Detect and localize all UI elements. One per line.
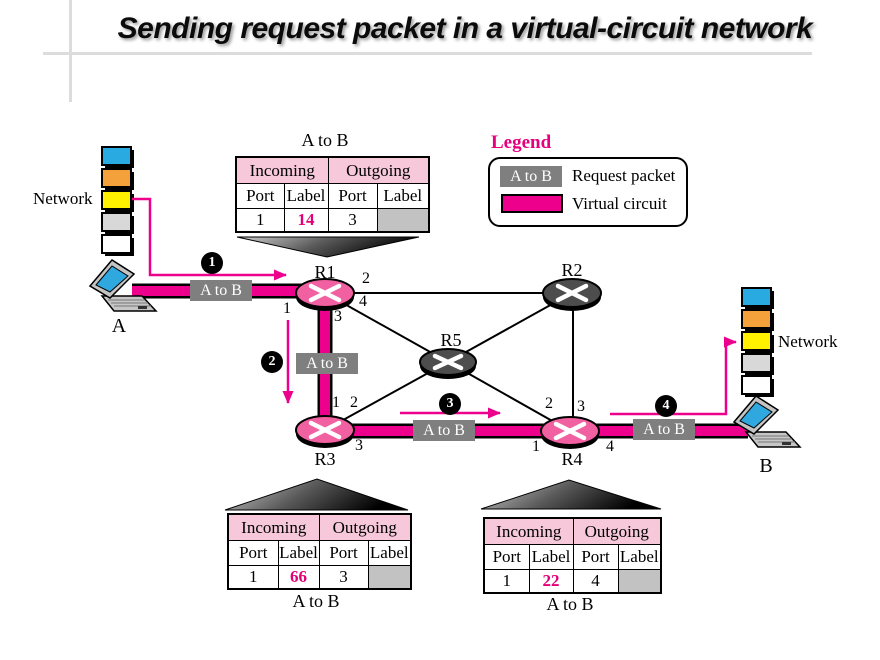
host-b-label: B [759,455,773,477]
host-a-label: A [111,315,127,337]
legend-virtual-circuit-swatch [501,194,563,213]
cell-out-port: 3 [318,565,369,590]
port-r3-to-r4: 3 [355,437,363,454]
legend-request-packet-swatch: A to B [500,166,562,187]
host-b-laptop-icon [732,395,802,448]
cell-out-label [376,208,430,233]
stack-layer-network [101,190,132,210]
cell-in-label: 14 [283,208,329,233]
port-r3-to-r5: 2 [350,394,358,411]
r3-table-title: A to B [292,591,340,611]
router-r4-icon [540,416,600,449]
port-r4-to-r3: 1 [532,438,540,455]
router-r4-label: R4 [561,449,583,469]
packet-label-r1-r3: A to B [296,353,358,374]
col-in-port: Port [235,183,285,209]
router-r3-label: R3 [314,449,336,469]
stack-layer-blue [101,146,132,166]
packet-label-r4-b: A to B [633,419,695,440]
col-out-port: Port [318,540,369,566]
col-in-port: Port [483,544,530,570]
stack-layer-orange [741,309,772,329]
r4-switching-table: Incoming Outgoing Port Label Port Label … [483,517,662,594]
router-r1-label: R1 [314,262,336,282]
stack-layer-gray [101,212,132,232]
col-in-label: Label [277,540,320,566]
stack-layer-gray [741,353,772,373]
stack-layer-network [741,331,772,351]
pointer-triangle-r4-table [480,479,662,510]
cell-in-port: 1 [227,565,279,590]
stack-layer-white [741,375,772,395]
port-r1-to-r5: 4 [359,293,367,310]
col-outgoing: Outgoing [318,513,412,541]
stack-layer-orange [101,168,132,188]
template-vertical-rule [69,0,72,102]
col-in-label: Label [283,183,329,209]
protocol-stack-left [101,146,134,256]
col-incoming: Incoming [235,156,329,184]
step1-arrow [132,197,287,281]
r4-table-title: A to B [546,594,594,614]
step-3-badge: 3 [439,393,461,415]
r3-switching-table: Incoming Outgoing Port Label Port Label … [227,513,412,590]
port-r1-to-r2: 2 [362,270,370,287]
pointer-triangle-r1-table [236,236,420,258]
col-out-label: Label [376,183,430,209]
network-label-right: Network [778,332,838,351]
legend-title: Legend [491,132,552,153]
router-r3-icon [295,415,355,448]
cell-in-port: 1 [483,569,530,594]
port-r4-to-r2: 3 [577,398,585,415]
cell-in-label: 22 [528,569,574,594]
col-out-label: Label [367,540,412,566]
port-r1-to-a: 1 [283,300,291,317]
col-in-port: Port [227,540,279,566]
stack-layer-white [101,234,132,254]
col-incoming: Incoming [483,517,574,545]
col-in-label: Label [528,544,574,570]
protocol-stack-right [741,287,774,397]
stack-layer-blue [741,287,772,307]
col-outgoing: Outgoing [327,156,430,184]
template-horizontal-rule [43,52,812,55]
step-2-badge: 2 [261,351,283,373]
r1-switching-table: Incoming Outgoing Port Label Port Label … [235,156,430,233]
pointer-triangle-r3-table [224,478,409,511]
page-title: Sending request packet in a virtual-circ… [117,12,813,45]
packet-label-r3-r4: A to B [413,420,475,441]
port-r4-to-b: 4 [606,438,614,455]
col-incoming: Incoming [227,513,320,541]
cell-out-label [367,565,412,590]
legend-virtual-circuit-label: Virtual circuit [572,194,667,213]
packet-label-a-r1: A to B [190,280,252,301]
step-4-badge: 4 [655,395,677,417]
cell-out-port: 4 [572,569,619,594]
port-r4-to-r5: 2 [545,395,553,412]
col-out-label: Label [617,544,662,570]
network-label-left: Network [33,189,93,208]
col-outgoing: Outgoing [572,517,662,545]
r1-table-title: A to B [301,130,349,150]
router-r2-label: R2 [561,260,583,280]
port-r3-to-r1: 1 [332,394,340,411]
router-r1-icon [295,278,355,311]
cell-in-label: 66 [277,565,320,590]
cell-out-port: 3 [327,208,378,233]
step-arrows [132,197,737,419]
col-out-port: Port [572,544,619,570]
router-r5-icon [419,348,477,379]
cell-out-label [617,569,662,594]
legend-request-packet-label: Request packet [572,166,676,185]
router-r5-label: R5 [440,330,462,350]
port-r1-to-r3: 3 [334,308,342,325]
col-out-port: Port [327,183,378,209]
host-a-laptop-icon [88,259,158,312]
router-r2-icon [542,278,602,311]
step-1-badge: 1 [201,252,223,274]
cell-in-port: 1 [235,208,285,233]
